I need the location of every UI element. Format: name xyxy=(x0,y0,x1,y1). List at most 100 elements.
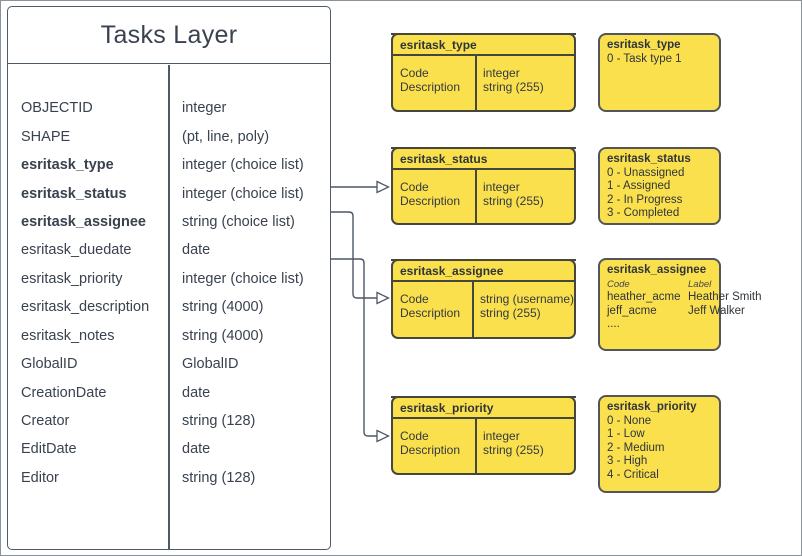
field-row-globalid: GlobalID GlobalID xyxy=(8,350,330,378)
field-type: string (choice list) xyxy=(182,213,295,230)
field-type: date xyxy=(182,242,211,259)
value-item: 2 - In Progress xyxy=(607,193,683,206)
value-list-title: esritask_type xyxy=(607,39,681,51)
field-row-creationdate: CreationDate date xyxy=(8,378,330,406)
description-label: Description xyxy=(400,305,461,320)
field-row-editdate: EditDate date xyxy=(8,435,330,463)
value-list-title: esritask_status xyxy=(607,153,691,165)
field-type: string (128) xyxy=(182,413,256,430)
code-label: Code xyxy=(400,66,429,80)
assignee-label: Heather Smith xyxy=(688,291,762,304)
tasks-layer-title: Tasks Layer xyxy=(8,7,330,64)
field-name: EditDate xyxy=(21,441,77,458)
assignee-code: heather_acme xyxy=(607,291,681,304)
assignee-label: Jeff Walker xyxy=(688,304,745,317)
field-name: Editor xyxy=(21,469,59,486)
value-item: 2 - Medium xyxy=(607,441,665,454)
value-item: 3 - High xyxy=(607,455,648,468)
value-item: 0 - Task type 1 xyxy=(607,52,682,65)
code-type: integer xyxy=(483,180,520,194)
field-name: OBJECTID xyxy=(21,100,93,117)
value-item: 4 - Critical xyxy=(607,468,659,481)
description-label: Description xyxy=(400,442,461,457)
tasks-layer-table: Tasks Layer OBJECTID integer SHAPE (pt, li… xyxy=(7,6,331,550)
field-type: date xyxy=(182,384,211,401)
field-type: integer (choice list) xyxy=(182,157,304,174)
field-row-esritask-duedate: esritask_duedate date xyxy=(8,236,330,264)
field-type: integer xyxy=(182,100,227,117)
assignee-row: jeff_acme Jeff Walker xyxy=(607,304,745,319)
arrowhead-esritask-assignee xyxy=(376,291,391,305)
field-name: esritask_priority xyxy=(21,270,123,287)
field-type: GlobalID xyxy=(182,356,239,373)
field-name: esritask_duedate xyxy=(21,242,132,259)
field-type: string (4000) xyxy=(182,327,264,344)
field-type: string (128) xyxy=(182,469,256,486)
arrowhead-esritask-priority xyxy=(376,429,391,443)
value-list-title: esritask_priority xyxy=(607,401,697,413)
field-name: esritask_notes xyxy=(21,327,115,344)
value-list-esritask-priority: esritask_priority 0 - None 1 - Low 2 - M… xyxy=(598,395,721,493)
description-label: Description xyxy=(400,193,461,208)
field-name: GlobalID xyxy=(21,356,78,373)
code-type: string (username) xyxy=(479,292,574,306)
field-name: Creator xyxy=(21,413,70,430)
field-row-creator: Creator string (128) xyxy=(8,407,330,435)
domain-table-title: esritask_status xyxy=(393,149,574,170)
arrowhead-esritask-status xyxy=(376,180,391,194)
assignee-code: jeff_acme xyxy=(607,304,657,317)
value-item: 1 - Low xyxy=(607,428,645,441)
code-type: integer xyxy=(483,429,520,443)
value-item: 1 - Assigned xyxy=(607,180,671,193)
domain-table-title: esritask_priority xyxy=(393,398,574,419)
field-name: CreationDate xyxy=(21,384,107,401)
value-item: 0 - None xyxy=(607,414,652,427)
field-name: SHAPE xyxy=(21,128,71,145)
value-list-column-headers: Code Label xyxy=(607,278,713,292)
field-row-esritask-assignee: esritask_assignee string (choice list) xyxy=(8,208,330,236)
value-list-title: esritask_assignee xyxy=(607,264,707,276)
description-label: Description xyxy=(400,79,461,94)
value-item: 0 - Unassigned xyxy=(607,166,685,179)
code-column-header: Code xyxy=(607,278,630,290)
field-name: esritask_type xyxy=(21,157,114,174)
field-type: integer (choice list) xyxy=(182,270,304,287)
field-row-editor: Editor string (128) xyxy=(8,464,330,492)
connector-esritask-priority xyxy=(330,258,377,437)
field-row-esritask-notes: esritask_notes string (4000) xyxy=(8,322,330,350)
column-divider xyxy=(168,65,170,549)
code-label: Code xyxy=(400,180,429,194)
field-row-esritask-description: esritask_description string (4000) xyxy=(8,293,330,321)
field-type: (pt, line, poly) xyxy=(182,128,270,145)
tasks-layer-body: OBJECTID integer SHAPE (pt, line, poly) es… xyxy=(8,65,330,549)
value-list-esritask-type: esritask_type 0 - Task type 1 xyxy=(598,33,721,112)
value-list-esritask-status: esritask_status 0 - Unassigned 1 - Assig… xyxy=(598,147,721,225)
field-name: esritask_description xyxy=(21,299,150,316)
field-type: date xyxy=(182,441,211,458)
code-label: Code xyxy=(400,429,429,443)
field-type: string (4000) xyxy=(182,299,264,316)
field-type: integer (choice list) xyxy=(182,185,304,202)
description-type: string (255) xyxy=(483,442,544,457)
domain-table-title: esritask_assignee xyxy=(393,261,574,282)
description-type: string (255) xyxy=(483,193,544,208)
label-column-header: Label xyxy=(688,278,712,290)
field-row-objectid: OBJECTID integer xyxy=(8,94,330,122)
field-row-esritask-type: esritask_type integer (choice list) xyxy=(8,151,330,179)
value-item: 3 - Completed xyxy=(607,207,680,220)
connector-esritask-assignee xyxy=(330,211,377,299)
description-type: string (255) xyxy=(483,79,544,94)
field-name: esritask_assignee xyxy=(21,213,146,230)
value-list-esritask-assignee: esritask_assignee Code Label heather_acm… xyxy=(598,258,762,351)
field-name: esritask_status xyxy=(21,185,127,202)
code-type: integer xyxy=(483,66,520,80)
code-label: Code xyxy=(400,292,429,306)
ellipsis-more-values: .... xyxy=(607,318,620,331)
description-type: string (255) xyxy=(479,305,541,320)
domain-table-title: esritask_type xyxy=(393,35,574,56)
